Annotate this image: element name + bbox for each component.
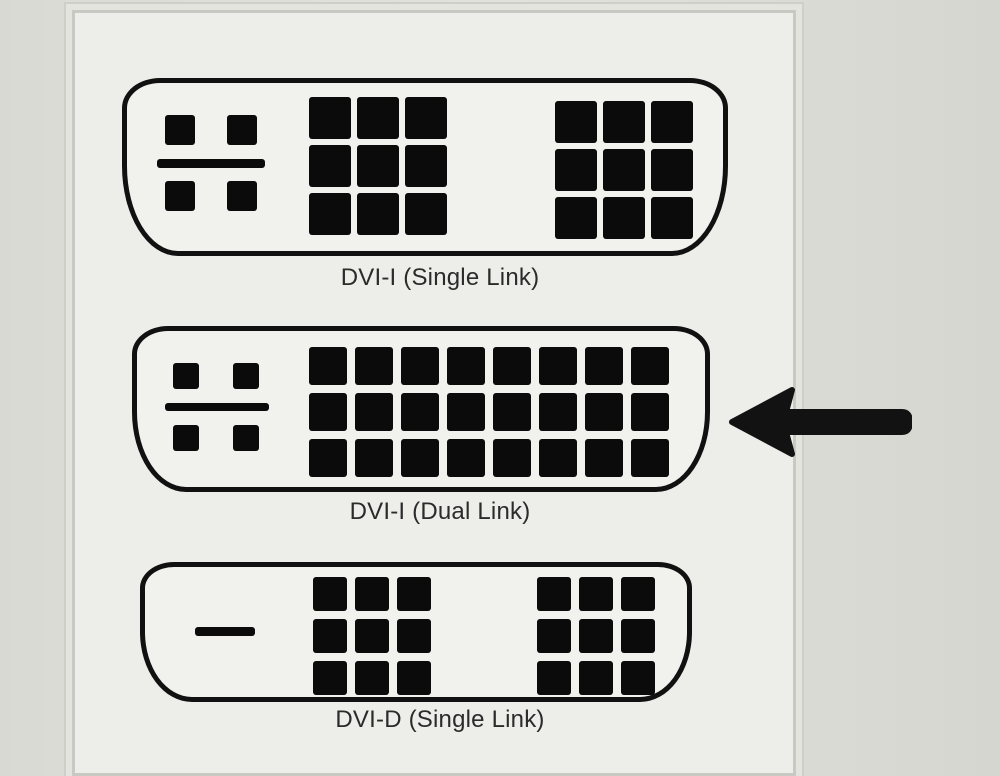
digital-pin (621, 661, 655, 695)
ground-blade (165, 403, 269, 411)
ground-blade (195, 627, 255, 636)
digital-pin (355, 661, 389, 695)
analog-pin (227, 115, 257, 145)
digital-pin (309, 347, 347, 385)
dvi-i-single-link-label: DVI-I (Single Link) (340, 264, 540, 291)
digital-pin (401, 347, 439, 385)
digital-pin (447, 393, 485, 431)
digital-pin (405, 145, 447, 187)
digital-pin (447, 347, 485, 385)
digital-pin (621, 619, 655, 653)
digital-pin (651, 149, 693, 191)
digital-pin (401, 439, 439, 477)
digital-pin (603, 149, 645, 191)
digital-pin (537, 619, 571, 653)
digital-pin (555, 101, 597, 143)
digital-pin (603, 197, 645, 239)
digital-pin (309, 439, 347, 477)
dvi-d-single-link-label: DVI-D (Single Link) (335, 706, 545, 733)
digital-pin (313, 661, 347, 695)
digital-pin (651, 197, 693, 239)
digital-pin (447, 439, 485, 477)
digital-pin (651, 101, 693, 143)
digital-pin (585, 439, 623, 477)
ground-blade (157, 159, 265, 168)
dvi-d-single-link-connector (140, 562, 692, 702)
digital-pin (555, 149, 597, 191)
digital-pin (537, 577, 571, 611)
analog-pin (173, 425, 199, 451)
digital-pin (309, 393, 347, 431)
analog-pin (165, 181, 195, 211)
digital-pin (539, 439, 577, 477)
left-arrow-icon (729, 387, 912, 457)
digital-pin (309, 193, 351, 235)
digital-pin (313, 577, 347, 611)
digital-pin (313, 619, 347, 653)
analog-pin (173, 363, 199, 389)
digital-pin (537, 661, 571, 695)
digital-pin (357, 193, 399, 235)
analog-pin (233, 363, 259, 389)
digital-pin (405, 193, 447, 235)
dvi-i-dual-link-label: DVI-I (Dual Link) (349, 498, 531, 525)
digital-pin (405, 97, 447, 139)
digital-pin (355, 577, 389, 611)
analog-pin (233, 425, 259, 451)
digital-pin (585, 393, 623, 431)
digital-pin (397, 577, 431, 611)
digital-pin (397, 661, 431, 695)
digital-pin (397, 619, 431, 653)
digital-pin (493, 439, 531, 477)
digital-pin (631, 393, 669, 431)
digital-pin (355, 439, 393, 477)
digital-pin (357, 97, 399, 139)
analog-pin (165, 115, 195, 145)
digital-pin (493, 393, 531, 431)
digital-pin (355, 347, 393, 385)
digital-pin (309, 145, 351, 187)
dvi-i-single-link-connector (122, 78, 728, 256)
digital-pin (555, 197, 597, 239)
digital-pin (579, 619, 613, 653)
digital-pin (603, 101, 645, 143)
digital-pin (309, 97, 351, 139)
digital-pin (401, 393, 439, 431)
digital-pin (539, 393, 577, 431)
digital-pin (631, 439, 669, 477)
digital-pin (493, 347, 531, 385)
analog-pin (227, 181, 257, 211)
digital-pin (631, 347, 669, 385)
digital-pin (355, 393, 393, 431)
digital-pin (579, 577, 613, 611)
digital-pin (579, 661, 613, 695)
digital-pin (621, 577, 655, 611)
digital-pin (539, 347, 577, 385)
digital-pin (357, 145, 399, 187)
digital-pin (585, 347, 623, 385)
dvi-i-dual-link-connector (132, 326, 710, 492)
digital-pin (355, 619, 389, 653)
